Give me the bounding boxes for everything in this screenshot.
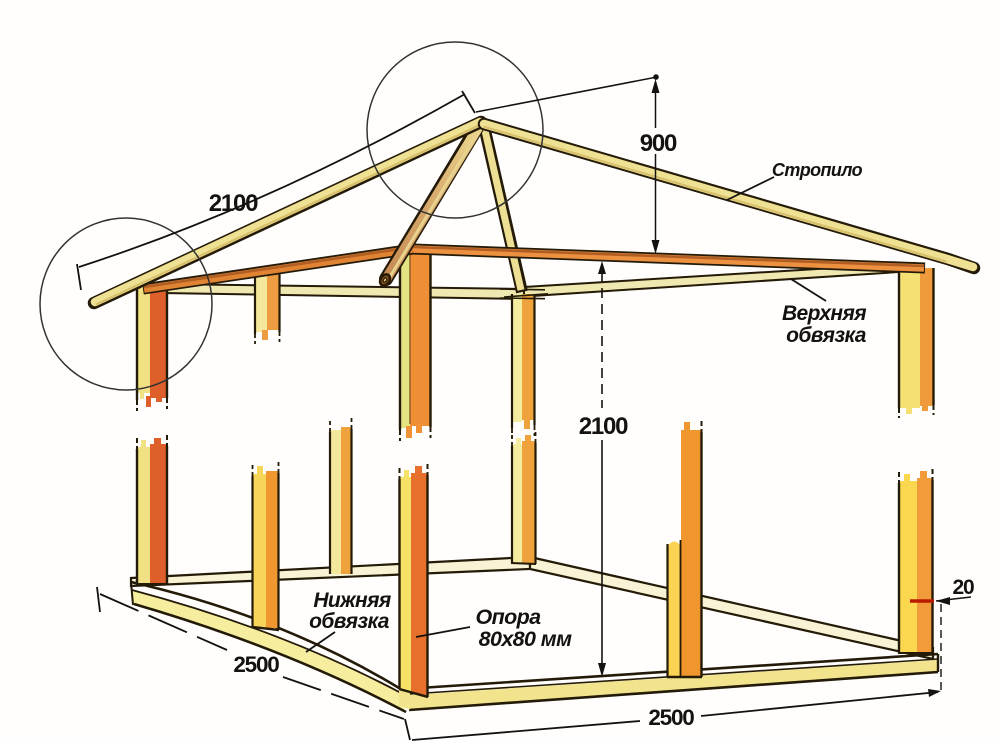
svg-text:обвязка: обвязка — [309, 610, 390, 633]
svg-text:Стропило: Стропило — [772, 160, 863, 180]
svg-text:Нижняя: Нижняя — [313, 589, 391, 612]
svg-text:2100: 2100 — [579, 413, 628, 440]
svg-text:2100: 2100 — [209, 190, 258, 217]
svg-text:80х80 мм: 80х80 мм — [479, 627, 572, 651]
svg-text:2500: 2500 — [233, 652, 279, 677]
svg-text:обвязка: обвязка — [786, 324, 867, 347]
svg-text:Верхняя: Верхняя — [782, 302, 866, 325]
svg-text:2500: 2500 — [648, 705, 694, 730]
svg-text:Опора: Опора — [475, 605, 541, 629]
svg-text:20: 20 — [953, 576, 974, 599]
svg-text:900: 900 — [640, 130, 677, 157]
